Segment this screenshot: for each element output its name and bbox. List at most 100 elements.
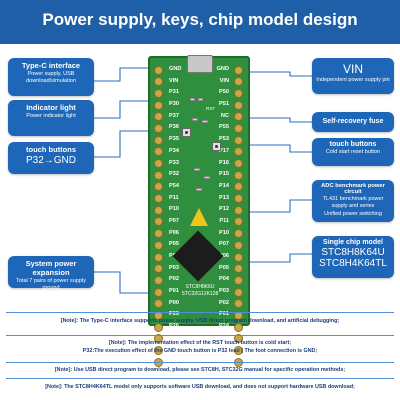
smd-component [204,176,210,179]
pin-pad [234,287,243,297]
pin-pad [234,147,243,157]
pin-pad [234,65,243,75]
pin-label: P15 [219,171,229,178]
pin-pad [234,194,243,204]
callout-chip-line1: STC8H8K64U [321,247,385,258]
pin-right-2: P50 [219,87,246,99]
pin-label: P30 [169,101,179,108]
pin-right-16: P06 [219,251,246,263]
leader-adc [230,199,312,213]
callout-adc: ADC benchmark power circuit TL431 benchm… [312,180,394,222]
pin-right-22: P24 [219,321,246,333]
pin-left-3: P30 [152,99,179,111]
pin-label: P32 [169,171,179,178]
pin-pad [234,182,243,192]
pin-pad [154,334,163,344]
pin-pad [154,194,163,204]
note-rst: [Note]: The implementation effect of the… [108,340,292,346]
pin-label: P51 [219,101,229,108]
callout-chip-line2: STC8H4K64TL [319,258,387,269]
pin-label: GND [169,356,181,368]
pin-pad [234,252,243,262]
pin-label: GND [216,66,229,72]
pin-label: P10 [169,206,179,213]
pin-right-21: P01 [219,309,246,321]
pin-left-18: P02 [152,274,179,286]
pin-pad [234,310,243,320]
notes-divider [6,362,394,363]
pin-left-2: P31 [152,87,179,99]
pin-right-24: VCC [217,345,246,357]
leader-fuse [232,117,312,123]
pin-label: P13 [219,194,229,201]
pin-label: P54 [169,182,179,189]
pin-right-14: P10 [219,228,246,240]
pin-right-17: P05 [219,263,246,275]
pin-right-4: NC [221,111,246,123]
callout-vin-title: VIN [342,62,363,76]
smd-component [196,188,202,191]
pin-right-5: P55 [219,122,246,134]
pin-pad [234,88,243,98]
pin-left-5: P36 [152,122,179,134]
callout-touch-left-title: touch buttons [26,145,76,154]
callout-syspower-sub: Total 7 pairs of power supply ground [16,278,86,291]
callout-typec-sub: Power supply, USB download/simulation [26,71,76,84]
pin-left-7: P34 [152,146,179,158]
pin-label: P27 [169,334,179,341]
callout-adc-title: ADC benchmark power circuit [321,183,385,195]
pin-label: P36 [169,124,179,131]
chip-silk-line2: STC32G12K128 [181,290,219,297]
chip-silk-label: STC8H8K6U STC32G12K128 [177,284,223,297]
pin-pad [154,112,163,122]
pin-label: P17 [219,147,229,154]
pin-label: P53 [219,136,229,143]
pin-pad [234,112,243,122]
pin-label: GND [169,66,182,72]
pin-label: VCC [169,346,181,353]
pin-label: P00 [169,299,179,306]
pin-label: VCC [217,346,229,353]
pin-right-0: GND [217,64,246,76]
leader-typec [93,67,170,82]
callout-touch-right: touch buttons Cold start reset button [312,138,394,166]
pin-label: P04 [219,276,229,283]
pin-label: P23 [219,334,229,341]
callout-touch-right-sub: Cold start reset button [325,149,381,155]
pin-left-4: P37 [152,111,179,123]
pin-pad [154,299,163,309]
callout-chip-title: Single chip model [323,239,383,246]
pin-left-10: P54 [152,181,179,193]
note-typec: [Note]: The Type-C interface supports po… [60,318,340,324]
pin-label: P01 [219,311,229,318]
pin-left-9: P32 [152,169,179,181]
pin-label: P11 [169,194,179,201]
rst-touch-button [212,142,221,151]
pin-pad [234,275,243,285]
callout-touch-left: touch buttons P32→GND [8,142,94,174]
notes-divider [6,312,394,313]
pin-pad [234,159,243,168]
pin-label: P02 [169,276,179,283]
pin-label: NC [220,112,229,119]
callout-indicator-sub: Power indicator light [26,113,76,119]
pin-pad [154,229,163,239]
pin-pad [154,287,163,297]
leader-touch-right [222,144,312,153]
pin-pad [234,77,243,87]
pin-pad [154,88,163,98]
pin-label: VIN [169,77,179,84]
callout-vin: VIN Independent power supply pin [312,58,394,94]
note-tl-model: [Note]: The STC8H4K64TL model only suppo… [45,384,355,390]
callout-touch-left-sub: P32→GND [25,155,76,166]
callout-syspower: System power expansion Total 7 pairs of … [8,256,94,291]
type-c-connector [187,55,213,73]
pin-label: P07 [219,241,229,248]
pin-label: P16 [219,159,229,166]
notes-section: [Note]: The Type-C interface supports po… [0,310,400,400]
pin-pad [154,240,163,250]
pin-pad [154,275,163,285]
pin-right-3: P51 [219,99,246,111]
